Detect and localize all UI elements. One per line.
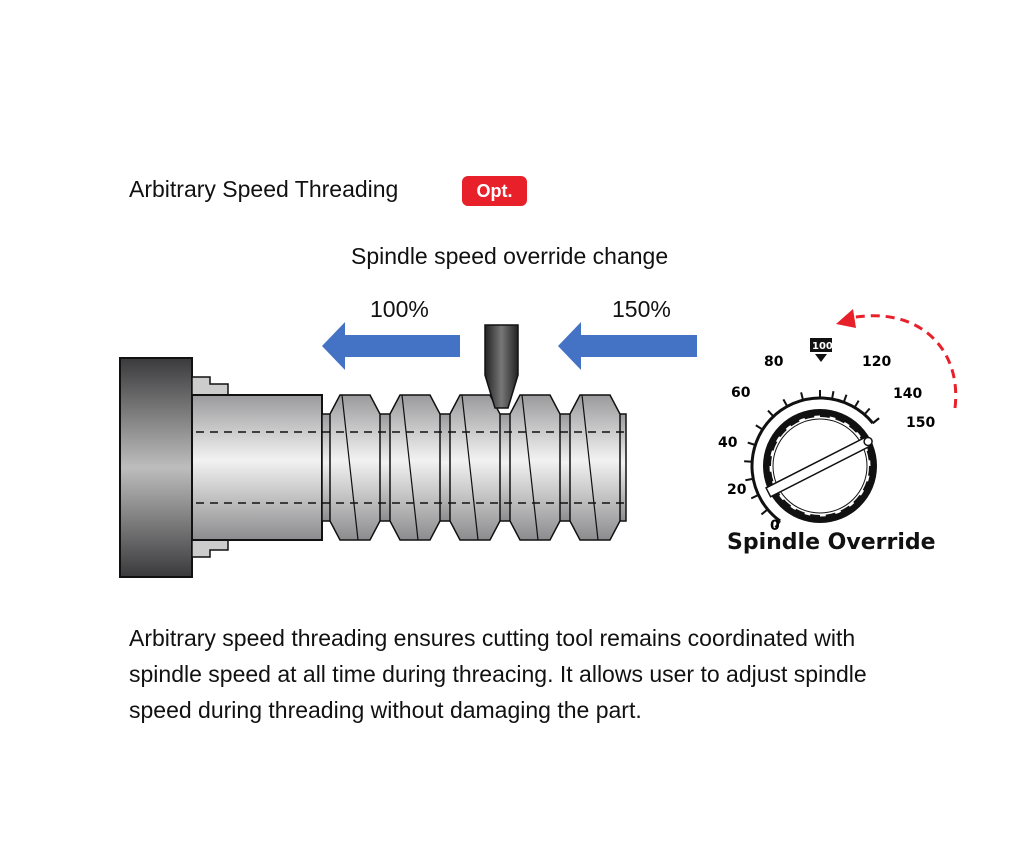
dial-tick xyxy=(747,441,756,446)
dial-tick xyxy=(774,520,781,529)
dial-tick xyxy=(755,424,764,431)
cutting-tool-icon xyxy=(484,324,519,409)
speed-before-label: 100% xyxy=(370,296,429,322)
dial-tick xyxy=(831,391,835,400)
thread-line xyxy=(521,394,539,541)
spindle-override-dial xyxy=(750,309,958,523)
thread-line xyxy=(581,394,599,541)
dial-label: 60 xyxy=(731,385,751,401)
diagram-subtitle: Spindle speed override change xyxy=(351,243,669,269)
dial-label: 120 xyxy=(862,354,891,370)
dial-tick xyxy=(760,508,769,516)
dial-label: 80 xyxy=(764,354,784,370)
dial-tick xyxy=(863,407,871,416)
dial-tick xyxy=(853,400,860,408)
thread-line xyxy=(461,394,479,541)
option-badge: Opt. xyxy=(462,176,527,206)
dial-tick xyxy=(745,477,754,482)
dial-label-current: 100 xyxy=(812,341,833,352)
dial-tick xyxy=(842,394,848,403)
dial-tick xyxy=(782,398,789,407)
left-arrow-150 xyxy=(558,322,697,370)
dial-tick xyxy=(767,409,775,418)
chuck-icon xyxy=(119,357,229,578)
dial-label: 150 xyxy=(906,415,935,431)
arrowhead-icon xyxy=(836,309,856,328)
thread-line xyxy=(401,394,419,541)
description: Arbitrary speed threading ensures cuttin… xyxy=(129,625,867,723)
dial-label: 20 xyxy=(727,482,747,498)
dial-tick xyxy=(744,460,753,463)
dial-tick xyxy=(800,392,805,401)
dial-label: 40 xyxy=(718,435,738,451)
dial-label: 0 xyxy=(770,518,780,534)
dial-label: 140 xyxy=(893,386,922,402)
page-title: Arbitrary Speed Threading xyxy=(129,176,399,202)
dial-caption: Spindle Override xyxy=(727,530,936,555)
speed-after-label: 150% xyxy=(612,296,671,322)
rotation-arrow xyxy=(849,314,958,409)
dial-tick xyxy=(872,417,880,424)
dial-pointer xyxy=(765,435,874,498)
left-arrow-100 xyxy=(322,322,460,370)
thread-line xyxy=(341,394,359,541)
dial-tick xyxy=(750,494,759,500)
workpiece-icon xyxy=(191,394,627,541)
